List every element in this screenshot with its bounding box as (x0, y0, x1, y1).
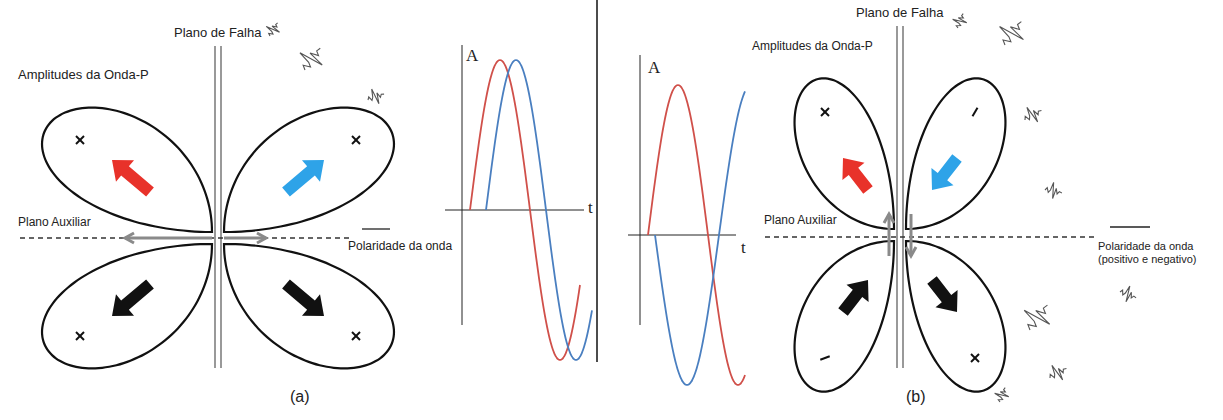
waveform-curve (648, 85, 745, 385)
seismogram-squiggle (263, 19, 283, 39)
time-axis (445, 210, 584, 211)
slip-arrow (224, 233, 266, 243)
axis-label: t (741, 238, 746, 258)
slip-arrow (906, 214, 916, 256)
slip-arrow (125, 233, 212, 243)
positive-symbol (76, 136, 84, 144)
motion-arrow (838, 280, 868, 316)
positive-symbol (971, 354, 979, 362)
radiation-lobe (906, 241, 1005, 392)
panel-divider (596, 0, 598, 362)
polarity-line (362, 228, 390, 229)
fault-plane-line (214, 46, 216, 368)
seismogram-squiggle (950, 11, 969, 30)
positive-symbol (821, 108, 829, 116)
positive-symbol (352, 332, 360, 340)
panel-caption: (a) (290, 388, 310, 406)
radiation-lobe (906, 78, 1005, 229)
seismogram-squiggle (1118, 284, 1140, 305)
auxiliary-plane-line (20, 237, 352, 238)
seismogram-squiggle (1045, 360, 1070, 385)
auxiliary-plane-label: Plano Auxiliar (764, 214, 837, 228)
panel-caption: (b) (906, 388, 926, 406)
auxiliary-plane-label: Plano Auxiliar (18, 216, 91, 230)
auxiliary-plane-line (765, 236, 1095, 237)
fault-plane-line (902, 26, 904, 368)
amplitude-label: Amplitudes da Onda-P (18, 68, 149, 83)
negative-symbol (973, 108, 978, 117)
radiation-lobe (795, 78, 894, 229)
seismogram-squiggle (294, 40, 330, 76)
polarity-label: Polaridade da onda (positivo e negativo) (1098, 240, 1216, 265)
amplitude-label: Amplitudes da Onda-P (752, 40, 873, 54)
motion-arrow (842, 158, 872, 194)
axis-label: A (648, 58, 660, 78)
fault-plane-line (896, 26, 898, 368)
motion-arrow (282, 160, 324, 197)
motion-arrow (112, 279, 154, 316)
slip-arrow (884, 214, 894, 256)
seismogram-squiggle (1017, 296, 1058, 337)
polarity-label: Polaridade da onda (348, 240, 452, 254)
seismogram-squiggle (992, 385, 1011, 404)
motion-arrow (112, 160, 154, 197)
axis-label: A (466, 46, 478, 66)
radiation-lobe (42, 244, 212, 368)
polarity-line (1110, 226, 1150, 227)
amplitude-axis (462, 45, 463, 325)
radiation-lobe (795, 241, 894, 392)
radiation-lobe (224, 244, 394, 368)
waveform-curve (486, 60, 592, 360)
positive-symbol (352, 136, 360, 144)
radiation-lobe (42, 108, 212, 232)
motion-arrow (931, 154, 961, 190)
amplitude-axis (640, 55, 641, 325)
seismogram-squiggle (365, 86, 387, 107)
positive-symbol (76, 332, 84, 340)
fault-plane-label: Plano de Falha (174, 26, 261, 41)
fault-plane-line (220, 46, 222, 368)
seismogram-squiggle (1044, 181, 1064, 200)
seismogram-squiggle (1020, 102, 1045, 127)
waveform-curve (655, 91, 745, 384)
seismogram-squiggle (993, 13, 1031, 52)
radiation-lobe (224, 108, 394, 232)
axis-label: t (588, 198, 593, 218)
negative-symbol (820, 356, 829, 359)
fault-plane-label: Plano de Falha (856, 6, 943, 21)
motion-arrow (282, 279, 324, 316)
motion-arrow (927, 276, 957, 312)
